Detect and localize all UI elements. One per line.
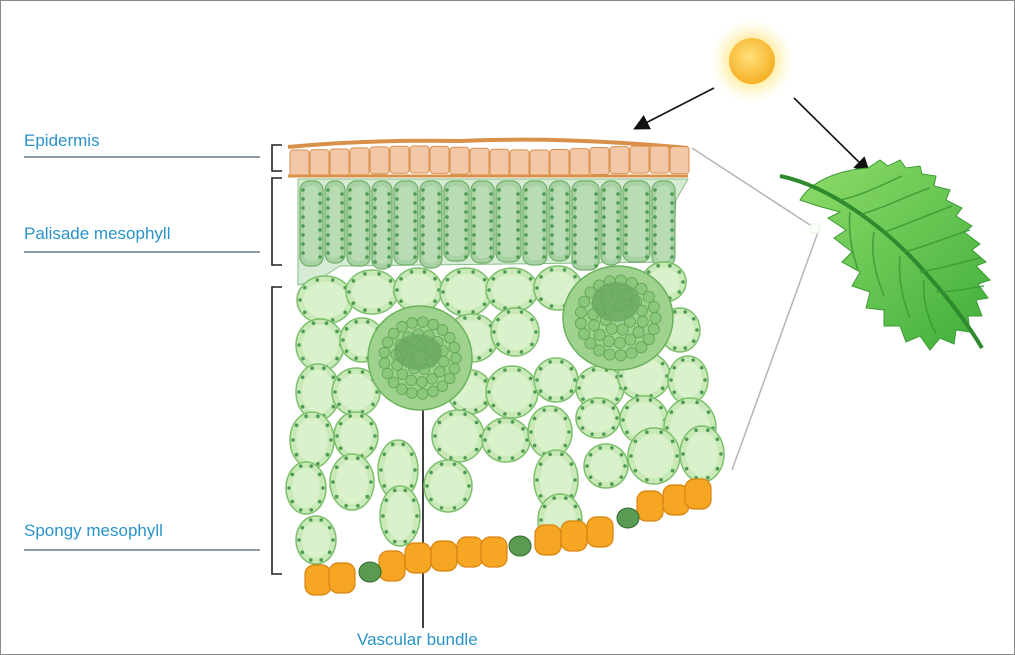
epidermis-cell [590,148,609,175]
epidermis-cell [450,147,469,174]
leaf-zoom-marker [811,224,819,233]
lower-epidermis-cell [587,517,613,547]
sun-icon [710,19,794,103]
bracket-palisade [272,178,282,265]
lower-epidermis-cell [481,537,507,567]
vascular-bundle-right [563,266,673,370]
leaf-icon [780,160,990,350]
epidermis-cell [290,150,309,177]
lower-epidermis-cell [379,551,405,581]
epidermis-cell [330,149,349,176]
epidermis-cell [470,148,489,175]
lower-epidermis-cell [329,563,355,593]
brackets [272,145,282,574]
epidermis-cell [550,149,569,176]
upper-epidermis [288,140,689,177]
epidermis-cell [510,150,529,177]
palisade-cells [300,181,675,270]
epidermis-cell [610,147,629,174]
lower-epidermis-cell [561,521,587,551]
epidermis-cell [670,147,689,174]
epidermis-cell [390,146,409,173]
zoom-line-bottom [732,232,818,470]
epidermis-cell [350,148,369,175]
epidermis-cell [630,146,649,173]
lower-epidermis-cell [457,537,483,567]
epidermis-cell [370,147,389,174]
lower-epidermis-cell [637,491,663,521]
epidermis-cell [430,146,449,173]
vascular-bundle-left [368,306,472,410]
epidermis-cell [650,146,669,173]
sun-to-leaf-arrow [794,98,868,171]
guard-cell [509,536,531,556]
guard-cell [617,508,639,528]
epidermis-cell [310,150,329,177]
bracket-epidermis [272,145,282,171]
guard-cell [359,562,381,582]
lower-epidermis-cell [305,565,331,595]
lower-epidermis-cell [405,543,431,573]
epidermis-cell [530,150,549,177]
bracket-spongy [272,287,282,574]
sun-to-section-arrow [636,88,714,128]
lower-epidermis-cell [535,525,561,555]
lower-epidermis-cell [431,541,457,571]
epidermis-cells [290,146,689,177]
zoom-line-top [692,148,810,225]
epidermis-cell [490,149,509,176]
lower-epidermis-cell [685,479,711,509]
epidermis-cell [570,149,589,176]
epidermis-cell [410,146,429,173]
